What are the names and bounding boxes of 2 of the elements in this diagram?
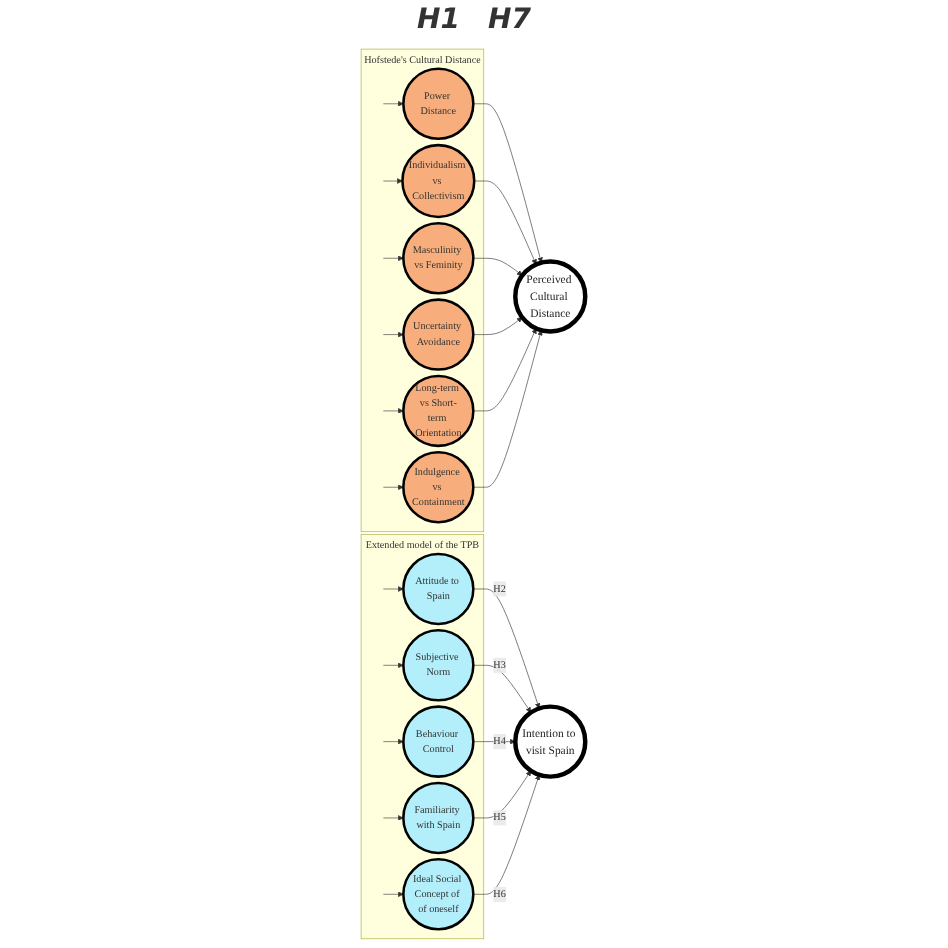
- hypothesis-label: H1: [417, 4, 460, 36]
- hypothesis-label: H7: [488, 4, 531, 36]
